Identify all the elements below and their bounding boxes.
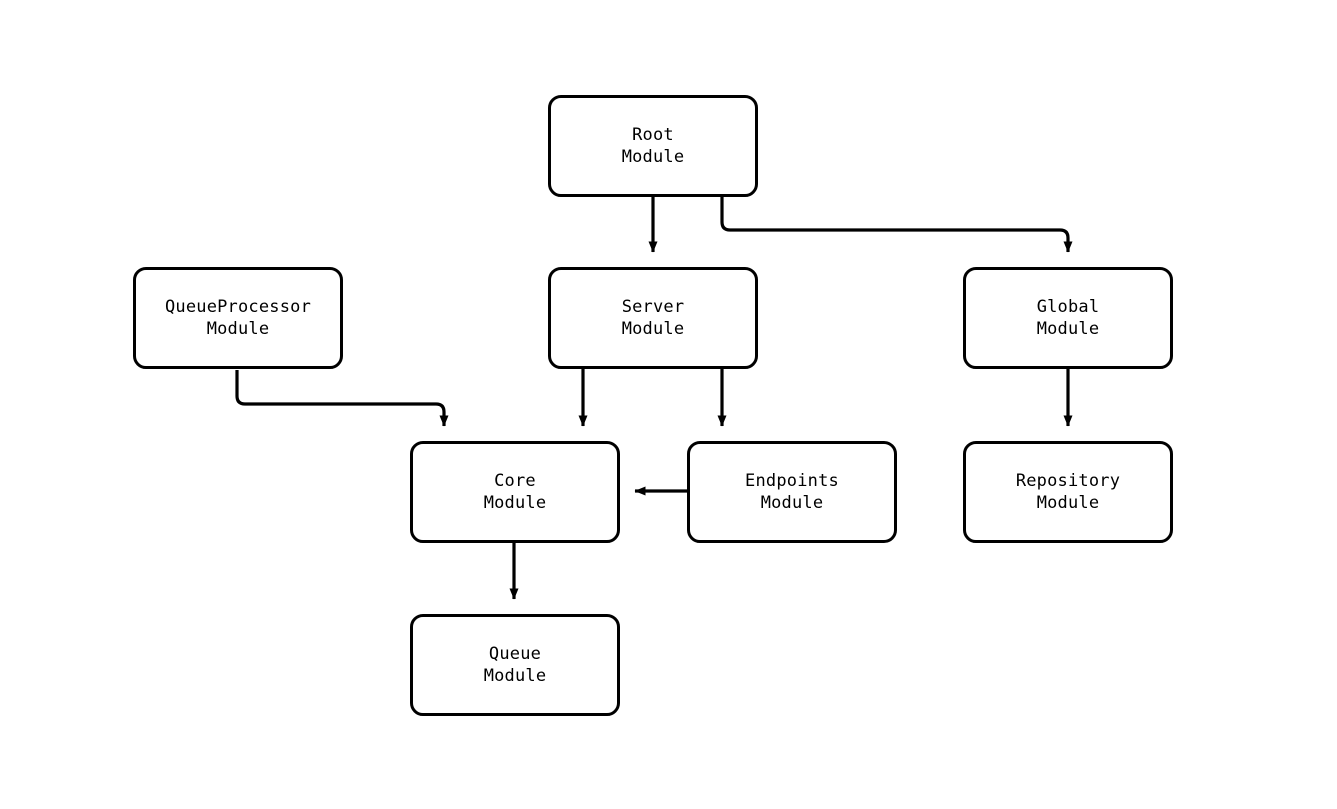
node-global-module[interactable]: Global Module: [963, 267, 1173, 369]
edge-queueprocessor-core: [235, 370, 449, 427]
node-core-module[interactable]: Core Module: [410, 441, 620, 543]
edge-root-global: [720, 197, 1073, 253]
node-root-module[interactable]: Root Module: [548, 95, 758, 197]
node-root-module-label-line2: Module: [621, 147, 685, 167]
node-core-module-label-line2: Module: [483, 493, 547, 513]
node-global-module-label-line2: Module: [1036, 319, 1100, 339]
node-queueprocessor-module[interactable]: QueueProcessor Module: [133, 267, 343, 369]
node-server-module-label-line2: Module: [621, 319, 685, 339]
node-root-module-label-line1: Root: [632, 125, 674, 145]
node-queue-module[interactable]: Queue Module: [410, 614, 620, 716]
node-queue-module-label-line1: Queue: [488, 644, 542, 664]
node-endpoints-module-label-line1: Endpoints: [745, 471, 839, 491]
node-server-module[interactable]: Server Module: [548, 267, 758, 369]
node-queue-module-label-line2: Module: [483, 666, 547, 686]
node-repository-module-label-line2: Module: [1036, 493, 1100, 513]
node-global-module-label-line1: Global: [1036, 297, 1100, 317]
node-queueprocessor-module-label-line2: Module: [206, 319, 270, 339]
node-repository-module[interactable]: Repository Module: [963, 441, 1173, 543]
node-server-module-label-line1: Server: [621, 297, 685, 317]
node-endpoints-module[interactable]: Endpoints Module: [687, 441, 897, 543]
node-endpoints-module-label-line2: Module: [760, 493, 824, 513]
node-core-module-label-line1: Core: [494, 471, 536, 491]
node-queueprocessor-module-label-line1: QueueProcessor: [164, 297, 312, 317]
node-repository-module-label-line1: Repository: [1015, 471, 1121, 491]
